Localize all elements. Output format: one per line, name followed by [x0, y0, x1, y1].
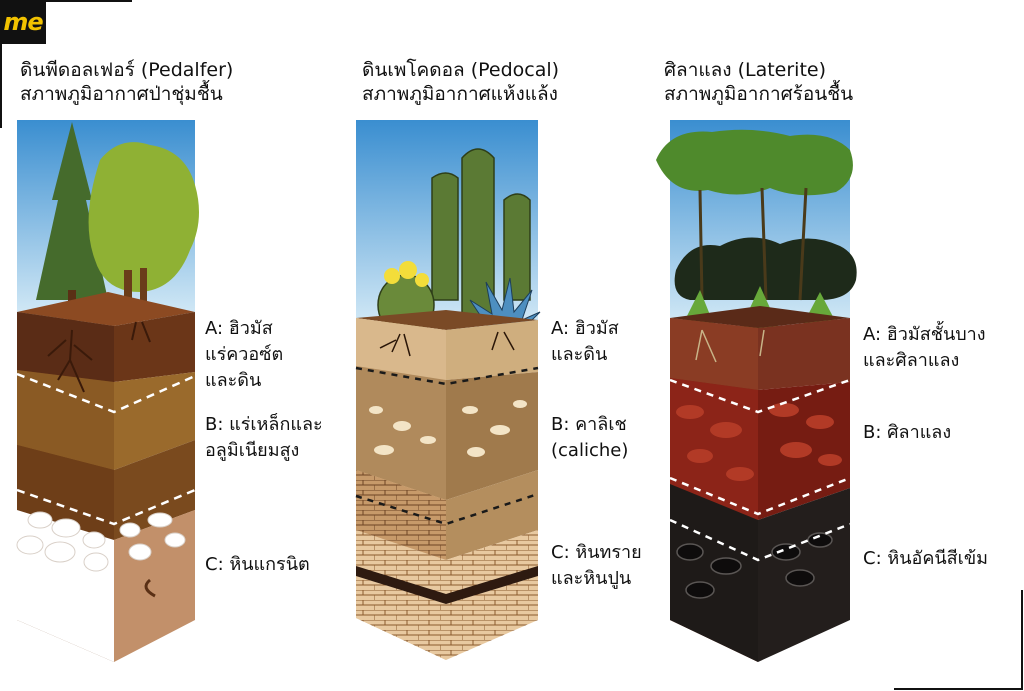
laterite-title: ศิลาแลง (Laterite) สภาพภูมิอากาศร้อนชื้น — [664, 59, 854, 105]
pedalfer-horizon-c-label: C: หินแกรนิต — [205, 554, 310, 575]
laterite-horizon-a-label: A: ฮิวมัสชั้นบาง และศิลาแลง — [863, 324, 986, 371]
deciduous-tree — [88, 142, 199, 315]
cactus — [431, 148, 531, 321]
laterite-profile — [656, 120, 857, 662]
frame-bottom-line — [894, 688, 1023, 690]
frame-left-line — [0, 0, 2, 128]
frame-right-line — [1021, 590, 1023, 690]
logo: me — [0, 0, 46, 44]
pedocal-title: ดินเพโคดอล (Pedocal) สภาพภูมิอากาศแห้งแล… — [362, 59, 560, 105]
pedocal-horizon-b-label: B: คาลิเช (caliche) — [551, 414, 629, 461]
frame-top-line — [0, 0, 132, 2]
pedocal-horizon-c-label: C: หินทราย และหินปูน — [551, 542, 642, 589]
pedocal-horizon-a-label: A: ฮิวมัส และดิน — [551, 318, 619, 365]
pedalfer-horizon-b-label: B: แร่เหล็กและ อลูมิเนียมสูง — [205, 414, 323, 461]
pedocal-profile — [355, 120, 541, 660]
pedalfer-horizon-a-label: A: ฮิวมัส แร่ควอซ์ต และดิน — [205, 318, 284, 391]
laterite-horizon-b-label: B: ศิลาแลง — [863, 422, 952, 443]
pedalfer-profile — [16, 120, 199, 662]
pedalfer-title: ดินพีดอลเฟอร์ (Pedalfer) สภาพภูมิอากาศป่… — [20, 59, 234, 105]
laterite-horizon-c-label: C: หินอัคนีสีเข้ม — [863, 548, 988, 569]
